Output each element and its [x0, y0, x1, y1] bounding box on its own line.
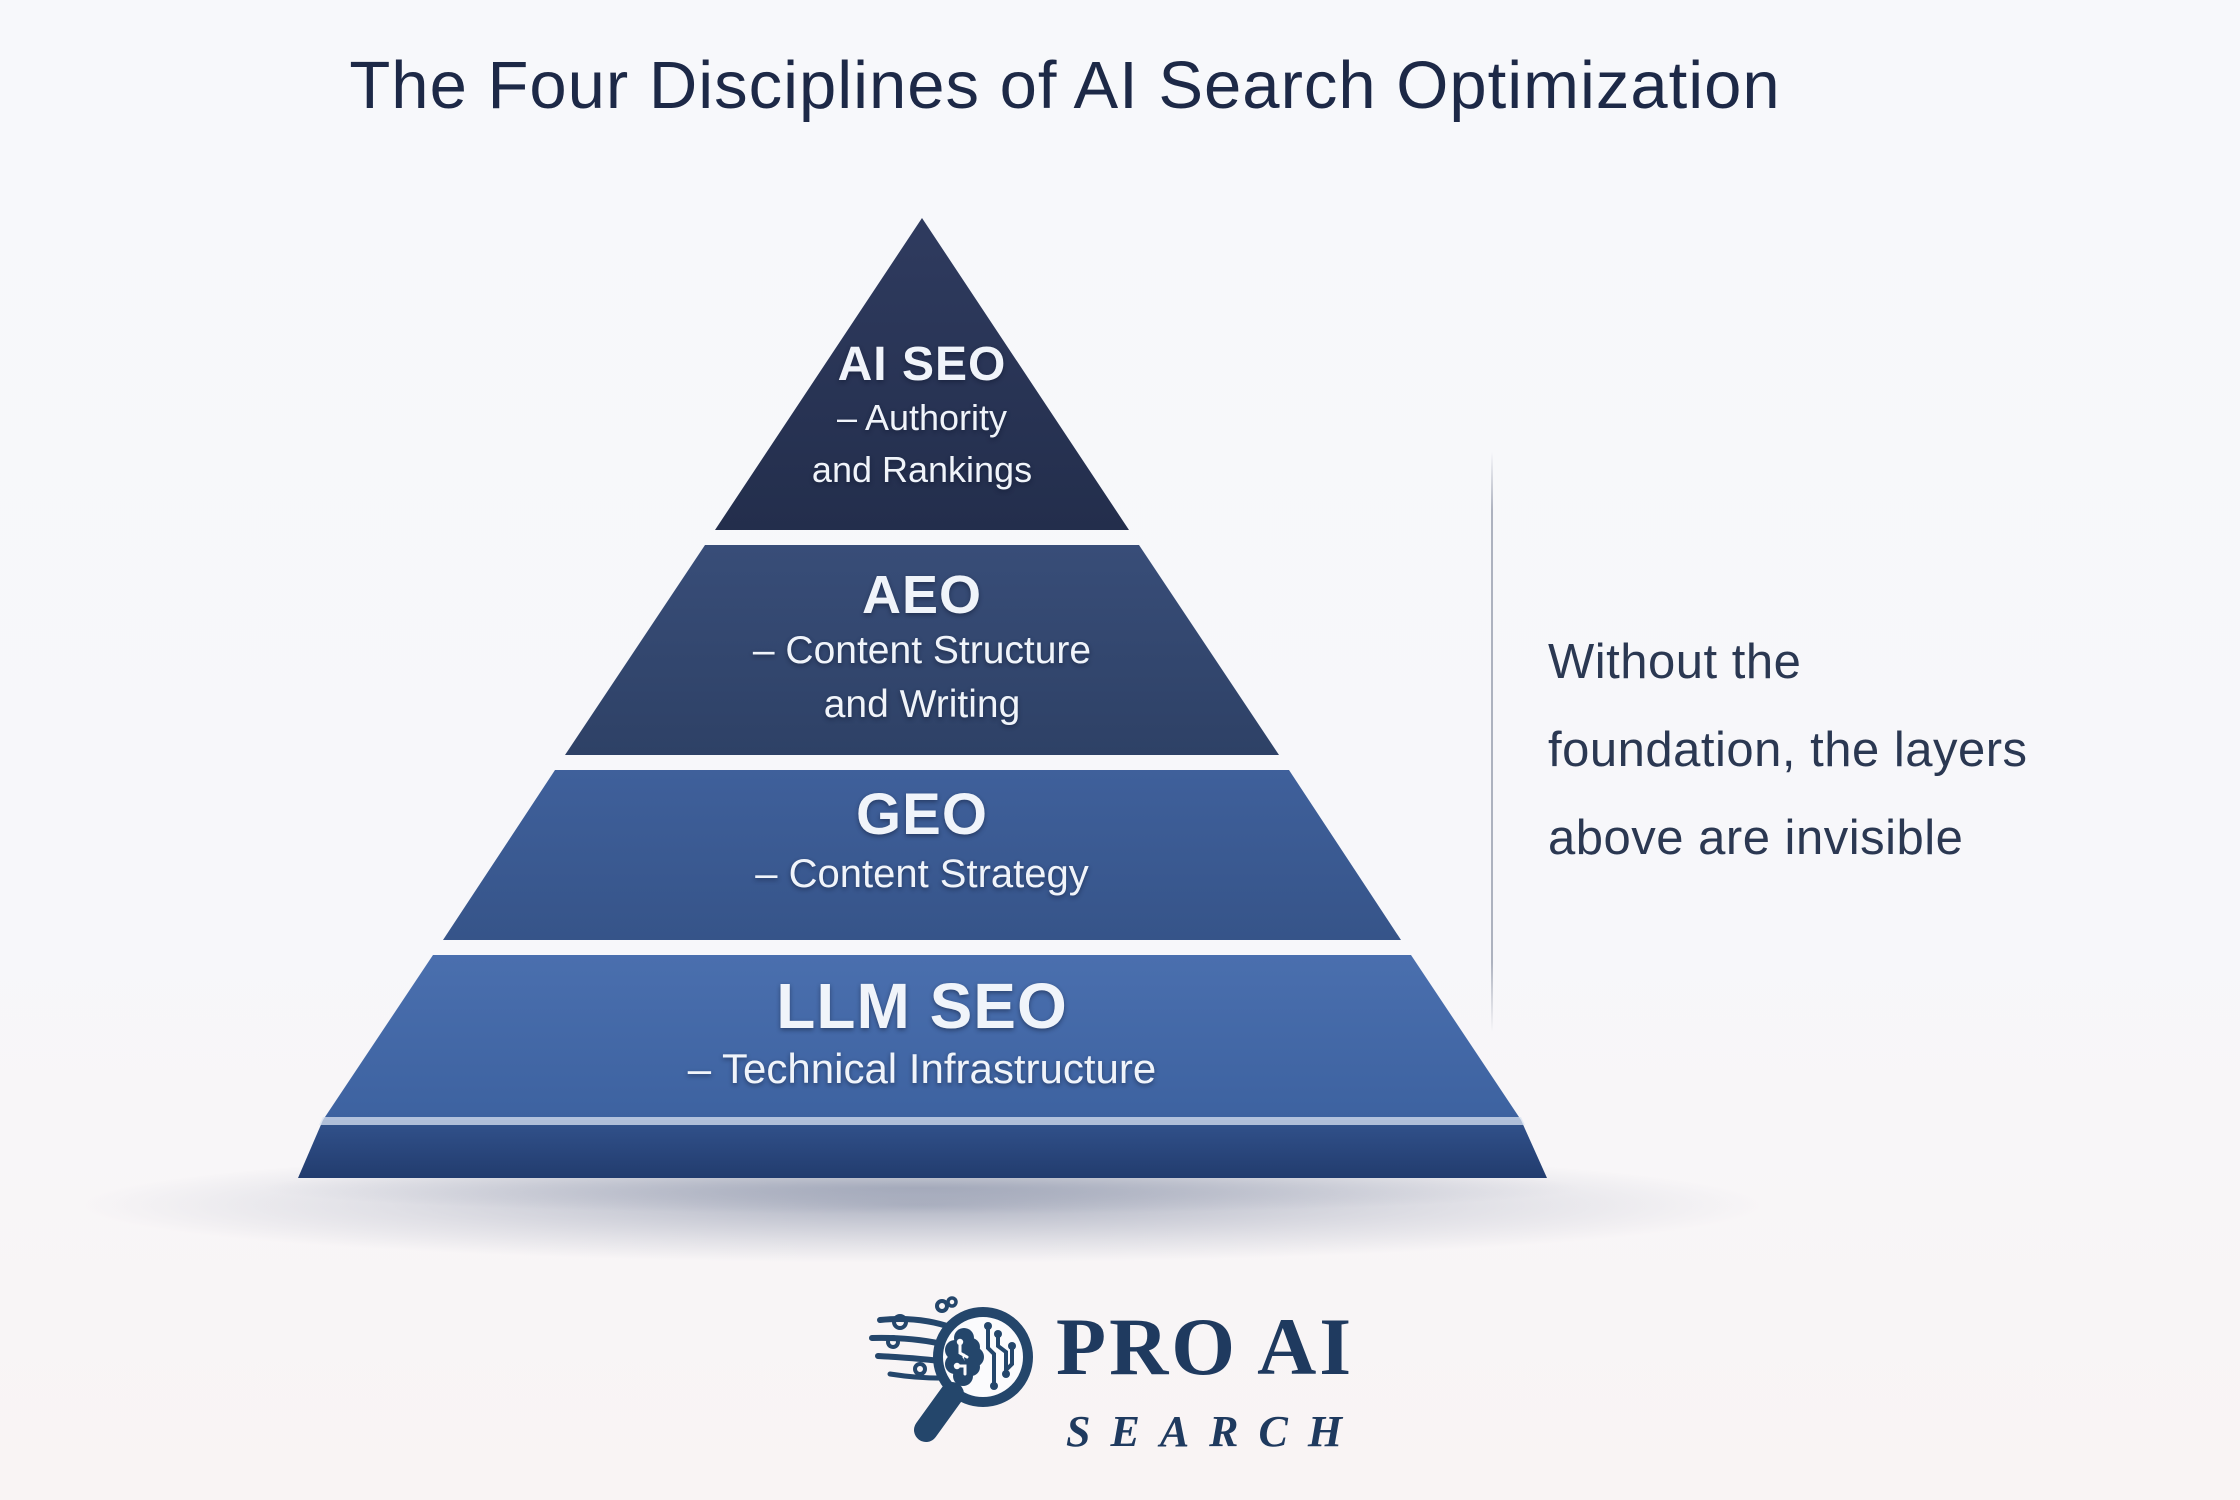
layer-subtitle: – Content Strategy: [755, 852, 1089, 896]
layer-subtitle: and Rankings: [811, 449, 1033, 490]
vertical-divider: [1491, 452, 1493, 1032]
layer-subtitle: – Content Structure: [752, 629, 1092, 672]
annotation-text: Without the foundation, the layers above…: [1548, 618, 2028, 882]
pyramid-layer-llm-seo: [323, 955, 1521, 1120]
layer-subtitle: – Technical Infrastructure: [687, 1045, 1157, 1092]
layer-subtitle: and Writing: [823, 683, 1021, 726]
page-title: The Four Disciplines of AI Search Optimi…: [349, 48, 1781, 123]
label-aeo: AEO – Content Structure and Writing: [753, 566, 1091, 732]
layer-name: GEO: [856, 782, 988, 847]
magnifier-brain-icon: [869, 1296, 1033, 1442]
pyramid-layer-ai-seo: [715, 218, 1129, 530]
brand-tagline: SEARCH: [1066, 1407, 1363, 1456]
pyramid-base-edge-highlight: [319, 1117, 1525, 1125]
annotation-line: above are invisible: [1548, 811, 1964, 865]
layer-name: LLM SEO: [776, 970, 1068, 1042]
pyramid-layer-geo: [443, 770, 1401, 940]
label-geo: GEO – Content Strategy: [755, 784, 1089, 902]
layer-name: AI SEO: [837, 338, 1007, 391]
annotation-line: foundation, the layers: [1548, 723, 2028, 777]
brand-name: PRO AI: [1056, 1301, 1355, 1392]
label-llm-seo: LLM SEO – Technical Infrastructure: [688, 972, 1156, 1098]
label-ai-seo: AI SEO – Authority and Rankings: [812, 338, 1032, 496]
layer-subtitle: – Authority: [836, 397, 1008, 438]
layer-name: AEO: [861, 565, 983, 625]
pyramid-base-front-face: [298, 1120, 1547, 1178]
brand-wordmark: PRO AI SEARCH: [1056, 1301, 1363, 1456]
annotation-line: Without the: [1548, 635, 1802, 689]
pyramid-layer-aeo: [565, 545, 1279, 755]
